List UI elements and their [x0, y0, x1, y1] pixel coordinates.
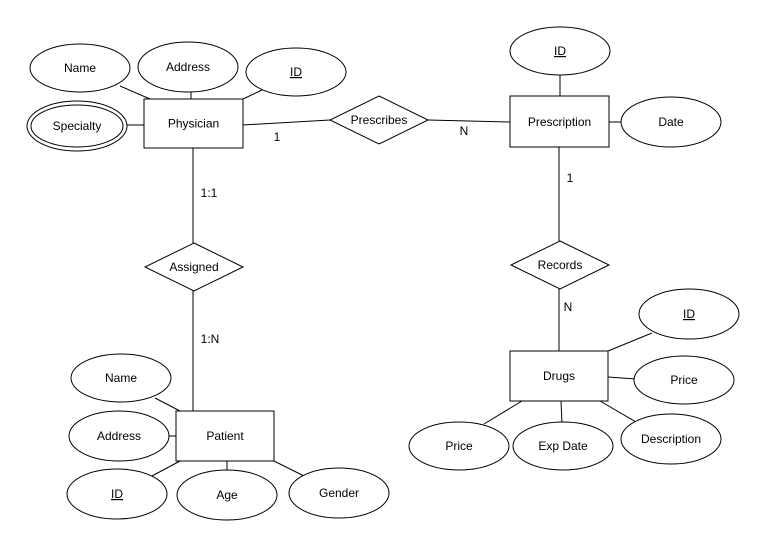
- relationship-prescribes[interactable]: Prescribes: [328, 95, 430, 145]
- edge-physician-name: [119, 85, 151, 100]
- attr-drugs-exp-date-label: Exp Date: [538, 439, 588, 453]
- relationship-records-label: Records: [538, 258, 583, 272]
- attr-drugs-description[interactable]: Description: [620, 413, 722, 465]
- attr-drugs-price-right-label: Price: [670, 373, 698, 387]
- attr-drugs-description-label: Description: [641, 432, 701, 446]
- attr-drugs-price-right[interactable]: Price: [633, 355, 735, 405]
- attr-drugs-price-left-label: Price: [445, 439, 473, 453]
- entity-physician-label: Physician: [168, 117, 219, 131]
- edge-drugs-price-right: [607, 376, 637, 380]
- attr-physician-address[interactable]: Address: [137, 41, 239, 93]
- attr-physician-name-label: Name: [64, 61, 96, 75]
- attr-drugs-exp-date[interactable]: Exp Date: [512, 421, 614, 471]
- entity-prescription[interactable]: Prescription: [509, 95, 610, 148]
- edge-patient-id: [151, 460, 181, 477]
- attr-patient-name[interactable]: Name: [70, 353, 172, 403]
- attr-patient-gender[interactable]: Gender: [288, 467, 390, 519]
- relationship-assigned-label: Assigned: [169, 260, 218, 274]
- entity-patient[interactable]: Patient: [175, 410, 275, 462]
- attr-patient-address[interactable]: Address: [68, 410, 170, 462]
- cardinality-physician-prescribes: 1: [274, 130, 281, 144]
- attr-prescription-id-label: ID: [554, 44, 566, 58]
- attr-prescription-date-label: Date: [658, 115, 684, 129]
- relationship-records[interactable]: Records: [509, 240, 611, 290]
- cardinality-physician-assigned: 1:1: [201, 186, 218, 200]
- edge-physician-prescribes: [242, 119, 331, 126]
- entity-drugs[interactable]: Drugs: [509, 350, 609, 402]
- edge-drugs-price-left: [483, 400, 523, 425]
- entity-physician[interactable]: Physician: [143, 98, 244, 149]
- attr-drugs-id-label: ID: [683, 307, 695, 321]
- connectors: [119, 75, 653, 477]
- relationship-assigned[interactable]: Assigned: [143, 242, 245, 292]
- attr-physician-id[interactable]: ID: [245, 47, 347, 97]
- edge-prescribes-prescription: [427, 119, 511, 123]
- attr-physician-id-label: ID: [290, 65, 302, 79]
- attr-prescription-id[interactable]: ID: [509, 26, 611, 76]
- entity-patient-label: Patient: [206, 429, 244, 443]
- attr-physician-name[interactable]: Name: [29, 43, 131, 93]
- edge-drugs-description: [599, 400, 637, 423]
- attr-patient-id[interactable]: ID: [66, 468, 168, 520]
- attr-drugs-id[interactable]: ID: [638, 288, 740, 340]
- cardinality-prescription-records: 1: [567, 171, 574, 185]
- entity-drugs-label: Drugs: [543, 369, 575, 383]
- cardinality-assigned-patient: 1:N: [201, 332, 220, 346]
- edge-patient-name: [154, 397, 181, 412]
- edge-physician-id: [242, 89, 263, 100]
- attr-physician-specialty-label: Specialty: [53, 119, 102, 133]
- attr-patient-address-label: Address: [97, 429, 141, 443]
- entity-prescription-label: Prescription: [528, 115, 591, 129]
- edge-patient-gender: [273, 460, 305, 477]
- relationship-prescribes-label: Prescribes: [351, 113, 408, 127]
- edge-drugs-exp-date: [560, 400, 563, 424]
- attr-physician-specialty[interactable]: Specialty: [26, 100, 128, 152]
- attr-drugs-price-left[interactable]: Price: [408, 421, 510, 471]
- attr-patient-gender-label: Gender: [319, 486, 359, 500]
- attr-patient-id-label: ID: [111, 487, 123, 501]
- attr-patient-age-label: Age: [216, 488, 238, 502]
- attr-prescription-date[interactable]: Date: [620, 96, 722, 148]
- attr-physician-address-label: Address: [166, 60, 210, 74]
- attr-patient-age[interactable]: Age: [176, 469, 278, 521]
- cardinality-prescribes-prescription: N: [460, 124, 469, 138]
- attr-patient-name-label: Name: [105, 371, 137, 385]
- edge-drugs-id: [607, 332, 653, 352]
- cardinality-records-drugs: N: [564, 300, 573, 314]
